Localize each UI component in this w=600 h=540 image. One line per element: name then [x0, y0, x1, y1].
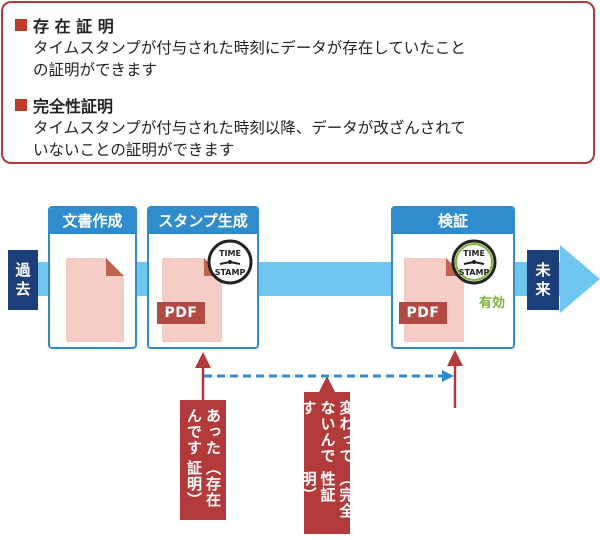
note-existence: あったんです （存在証明） — [180, 400, 226, 520]
valid-status: 有効 — [479, 296, 506, 311]
card-title: スタンプ生成 — [149, 208, 257, 234]
card-stamp-generation: スタンプ生成 PDF TIME STAMP — [147, 206, 259, 349]
document-icon — [66, 258, 124, 342]
pdf-label: PDF — [399, 302, 447, 324]
future-label: 未 来 — [527, 250, 559, 310]
future-label-char-1: 未 — [535, 261, 551, 279]
left-note-arrow-up-icon — [195, 352, 211, 368]
past-label-char-1: 過 — [15, 261, 31, 279]
integrity-proof-text: タイムスタンプが付与された時刻以降、データが改ざんされて いないことの証明ができ… — [33, 117, 588, 161]
verification-arrow-up-icon — [447, 350, 463, 366]
pdf-label: PDF — [157, 302, 205, 324]
past-label: 過 去 — [8, 250, 38, 310]
bullet-square-icon — [15, 99, 27, 111]
integrity-proof-title: 完全性証明 — [33, 97, 114, 116]
existence-proof-line-2: の証明ができます — [33, 61, 158, 79]
timestamp-badge-icon: TIME STAMP — [451, 239, 497, 285]
stamp-text-time: TIME — [463, 249, 485, 258]
info-box: 存 在 証 明 タイムスタンプが付与された時刻にデータが存在していたこと の証明… — [1, 1, 595, 164]
stamp-text-time: TIME — [219, 249, 241, 258]
note-existence-main: あったんです — [185, 408, 222, 456]
future-label-char-2: 来 — [535, 280, 551, 298]
integrity-proof-line-1: タイムスタンプが付与された時刻以降、データが改ざんされて — [33, 119, 466, 137]
note-existence-sub: （存在証明） — [185, 460, 222, 508]
dashed-arrowhead-icon — [442, 370, 454, 382]
card-title: 文書作成 — [50, 208, 135, 234]
existence-proof-title: 存 在 証 明 — [33, 17, 114, 36]
note-integrity-main: 変わってないんです — [299, 400, 356, 464]
existence-proof-text: タイムスタンプが付与された時刻にデータが存在していたこと の証明ができます — [33, 37, 588, 81]
existence-proof-line-1: タイムスタンプが付与された時刻にデータが存在していたこと — [33, 39, 466, 57]
stamp-text-stamp: STAMP — [459, 268, 490, 277]
card-title: 検証 — [393, 208, 513, 234]
integrity-proof-line-2: いないことの証明ができます — [33, 141, 235, 159]
existence-proof-heading: 存 在 証 明 — [15, 13, 114, 37]
timestamp-badge-icon: TIME STAMP — [207, 239, 253, 285]
note-integrity-sub: （完全性証明） — [299, 470, 356, 519]
timeline-arrowhead-icon — [560, 245, 600, 313]
past-label-char-2: 去 — [15, 280, 31, 298]
bullet-square-icon — [15, 19, 27, 31]
note-integrity: 変わってないんです （完全性証明） — [300, 392, 356, 534]
stamp-text-stamp: STAMP — [215, 268, 246, 277]
right-note-arrow-up-icon — [319, 376, 335, 392]
card-document-creation: 文書作成 — [48, 206, 137, 349]
card-verification: 検証 PDF TIME STAMP 有効 — [391, 206, 515, 349]
integrity-proof-heading: 完全性証明 — [15, 93, 113, 117]
